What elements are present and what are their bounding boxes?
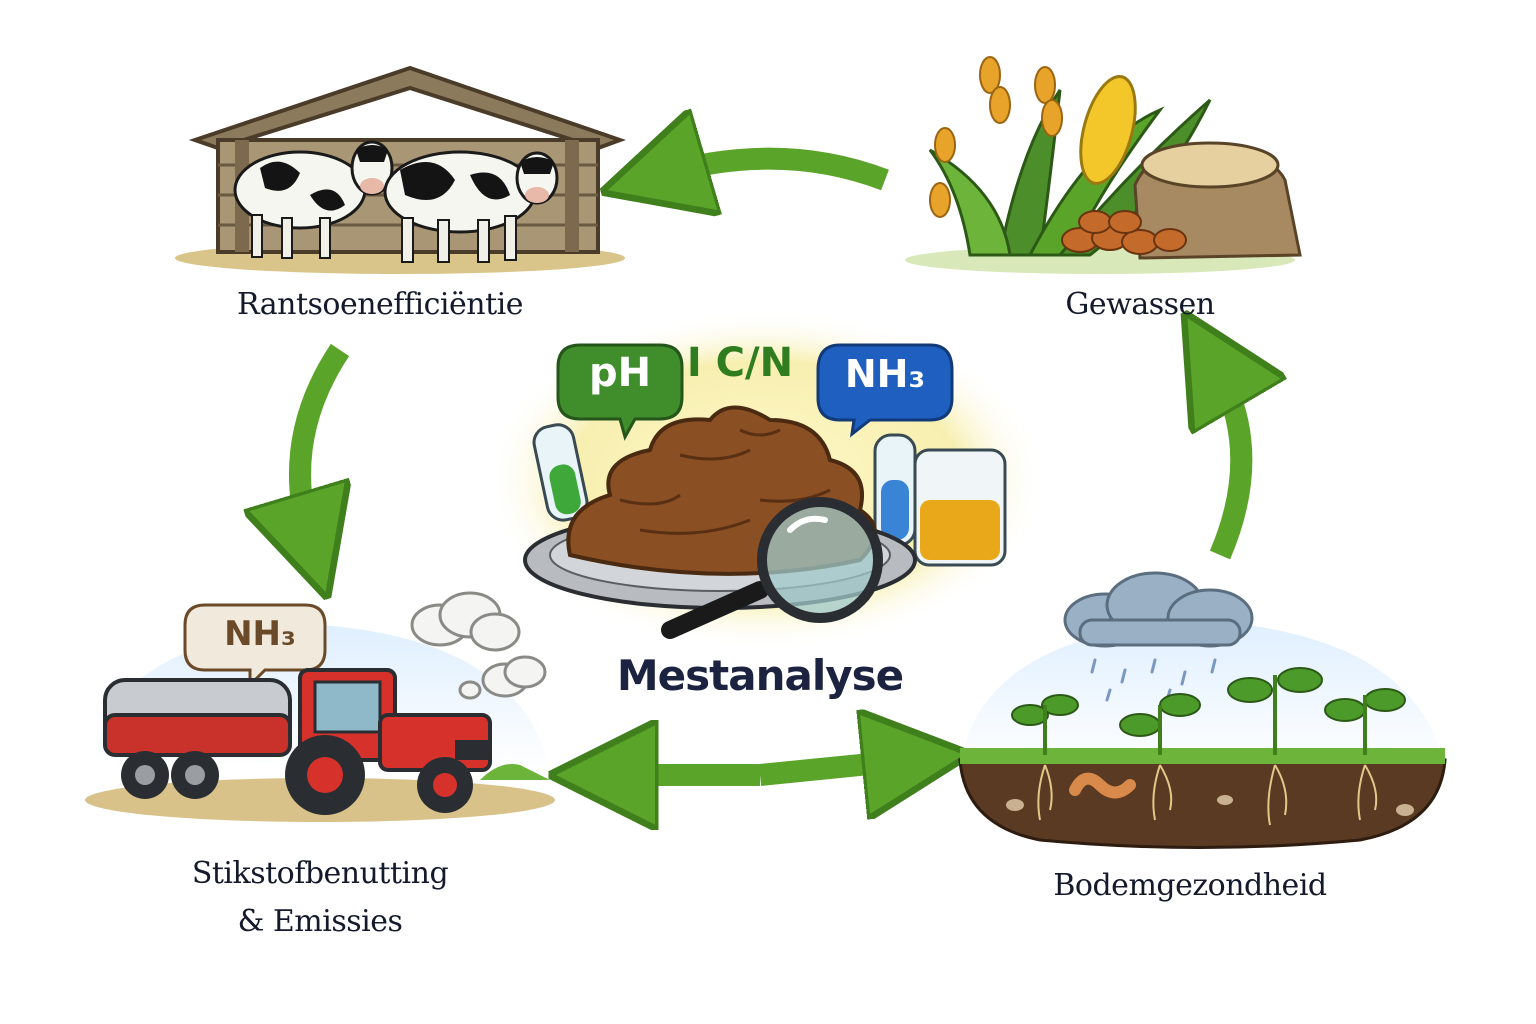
node-label-nitrogen: Stikstofbenutting & Emissies bbox=[160, 850, 480, 946]
cn-badge-text: I C/N bbox=[670, 340, 810, 386]
node-label-ration: Rantsoenefficiëntie bbox=[230, 287, 530, 322]
node-label-nitrogen-line1: Stikstofbenutting bbox=[160, 850, 480, 898]
ph-badge-text: pH bbox=[572, 350, 668, 396]
tractor-illustration bbox=[85, 593, 555, 822]
nh3-badge-text: NH₃ bbox=[820, 352, 950, 396]
center-title: Mestanalyse bbox=[600, 651, 920, 700]
barn-illustration bbox=[175, 68, 625, 274]
arrow-soil-to-crops bbox=[1215, 365, 1241, 555]
arrow-ration-to-nitrogen bbox=[300, 350, 340, 540]
node-label-soil: Bodemgezondheid bbox=[1040, 868, 1340, 903]
arrow-crops-to-ration bbox=[660, 159, 885, 180]
rain-cloud bbox=[1065, 573, 1252, 646]
arrow-center-to-soil bbox=[760, 760, 910, 775]
crops-illustration bbox=[905, 57, 1300, 274]
node-label-nitrogen-line2: & Emissies bbox=[160, 898, 480, 946]
soil-illustration bbox=[960, 573, 1445, 848]
nh3-emission-text: NH₃ bbox=[200, 614, 320, 654]
node-label-crops: Gewassen bbox=[1040, 287, 1240, 322]
